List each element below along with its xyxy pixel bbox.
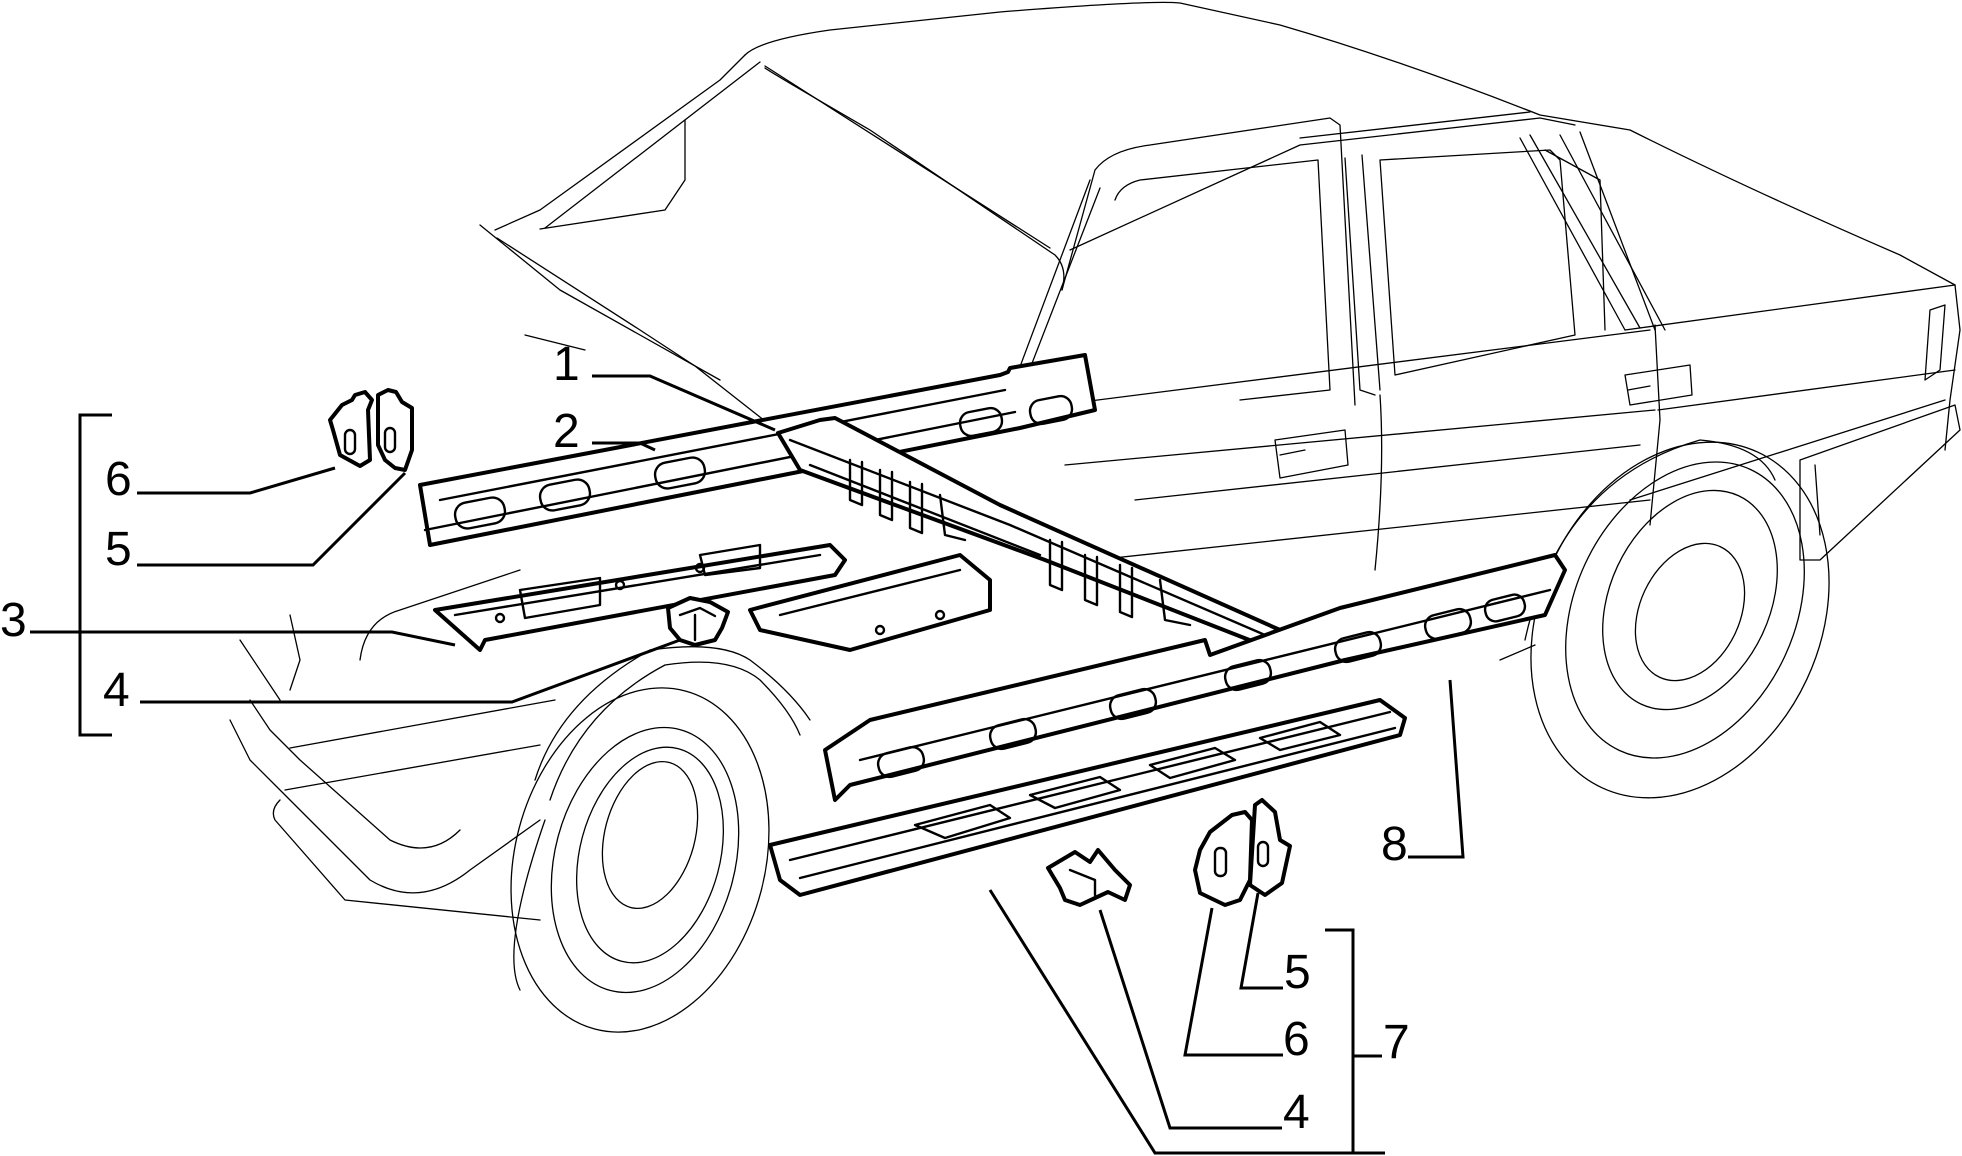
leader-4-left xyxy=(140,638,681,704)
callout-3: 3 xyxy=(0,594,27,647)
group-bracket-left xyxy=(78,413,112,737)
callout-6-left: 6 xyxy=(105,453,132,506)
leader-6-right xyxy=(1183,907,1283,1057)
leader-5-right xyxy=(1239,892,1283,990)
part-brackets-left xyxy=(328,388,414,472)
part-outer-sill-right xyxy=(768,698,1407,897)
leader-4-right-b xyxy=(988,889,1385,1155)
leader-3 xyxy=(30,630,456,647)
callout-labels: 1 2 3 4 5 6 8 5 6 4 7 xyxy=(0,338,1410,1139)
part-central-floor-tunnel xyxy=(748,416,1282,652)
leader-6-left xyxy=(137,466,336,495)
callout-5-right: 5 xyxy=(1284,946,1311,999)
part-clip-left xyxy=(666,596,730,647)
leader-2 xyxy=(592,441,656,452)
part-brackets-right xyxy=(1193,798,1292,907)
callout-8: 8 xyxy=(1381,818,1408,871)
leader-4-right xyxy=(1098,909,1282,1130)
callout-6-right: 6 xyxy=(1283,1013,1310,1066)
part-inner-sill-right xyxy=(823,553,1567,802)
leader-1 xyxy=(592,374,776,432)
callout-2: 2 xyxy=(553,405,580,458)
leader-8 xyxy=(1408,679,1465,859)
part-clip-right xyxy=(1046,848,1132,907)
car-body-outline xyxy=(229,1,1961,1033)
callout-4-left: 4 xyxy=(103,664,130,717)
leader-5-left xyxy=(137,471,407,567)
group-bracket-right xyxy=(1325,928,1385,1155)
callout-5-left: 5 xyxy=(105,523,132,576)
part-floor-panel-left xyxy=(433,543,847,652)
leader-lines xyxy=(30,374,1465,1155)
callout-1: 1 xyxy=(553,338,580,391)
callout-4-right: 4 xyxy=(1283,1086,1310,1139)
callout-7: 7 xyxy=(1383,1016,1410,1069)
part-inner-sill-left xyxy=(418,353,1097,547)
